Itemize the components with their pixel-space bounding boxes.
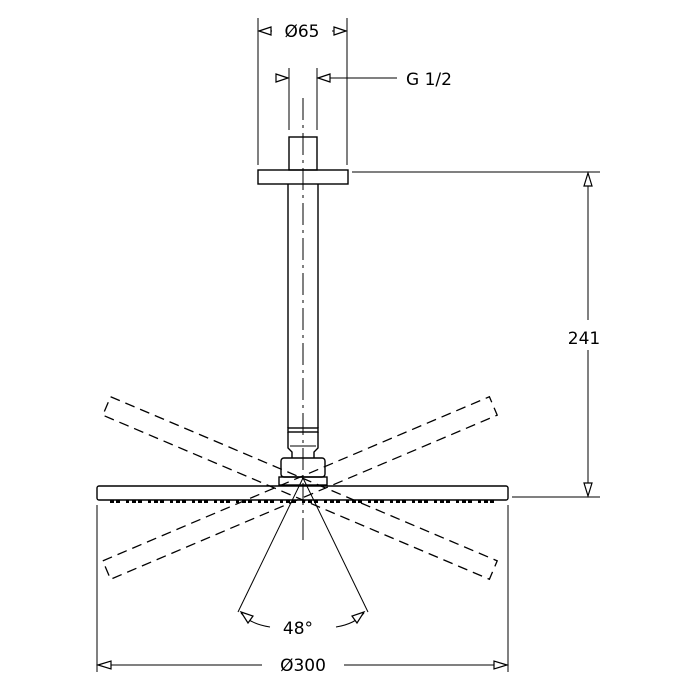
head-diameter-label: Ø300 [280, 656, 326, 676]
thread-dimension: G 1/2 [275, 68, 452, 130]
flange-diameter-dimension: Ø65 [257, 18, 348, 165]
height-dimension: 241 [352, 170, 600, 499]
shower-head [96, 485, 509, 503]
thread-label: G 1/2 [406, 70, 452, 90]
shower-arm [257, 136, 349, 486]
flange-diameter-label: Ø65 [284, 22, 319, 42]
head-diameter-dimension: Ø300 [95, 505, 510, 676]
height-label: 241 [568, 329, 600, 349]
tilt-range-outlines [101, 395, 499, 581]
spray-angle-label: 48° [283, 619, 313, 639]
spray-angle-dimension: 48° [237, 477, 369, 639]
